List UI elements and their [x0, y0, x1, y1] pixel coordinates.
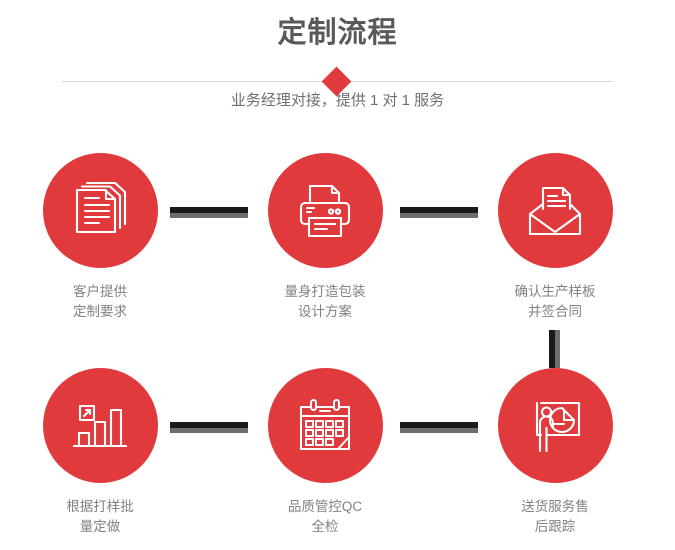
page-title: 定制流程	[277, 17, 398, 49]
flow-step-3[interactable]: 确认生产样板 并签合同	[460, 153, 650, 322]
flow-step-5-circle[interactable]	[267, 368, 383, 483]
flow-step-6-circle[interactable]	[497, 368, 613, 483]
title-divider	[62, 66, 613, 97]
flow-step-3-circle[interactable]	[497, 153, 613, 268]
process-flow-diagram: 客户提供 定制要求 量身	[0, 125, 675, 550]
connector-step2-step3	[400, 207, 478, 218]
flow-step-1-circle[interactable]	[42, 153, 158, 268]
connector-step3-step6	[549, 330, 560, 368]
flow-step-4[interactable]: 根据打样批 量定做	[5, 368, 195, 537]
connector-step5-step6	[400, 422, 478, 433]
flow-step-4-circle[interactable]	[42, 368, 158, 483]
flow-step-2[interactable]: 量身打造包装 设计方案	[230, 153, 420, 322]
page-header: 定制流程 业务经理对接，提供 1 对 1 服务	[0, 0, 675, 125]
connector-step4-step5	[170, 422, 248, 433]
bar-chart-growth-icon	[72, 404, 128, 447]
flow-step-3-caption: 确认生产样板 并签合同	[514, 284, 596, 319]
calendar-icon	[300, 398, 350, 450]
envelope-document-icon	[528, 186, 582, 235]
page-subtitle: 业务经理对接，提供 1 对 1 服务	[230, 92, 445, 109]
flow-step-5-caption: 品质管控QC 全检	[287, 499, 363, 534]
flow-step-6-caption: 送货服务售 后跟踪	[521, 499, 589, 534]
flow-step-2-caption: 量身打造包装 设计方案	[284, 284, 366, 319]
flow-step-1[interactable]: 客户提供 定制要求	[5, 153, 195, 322]
flow-step-2-circle[interactable]	[267, 153, 383, 268]
flow-step-1-caption: 客户提供 定制要求	[73, 284, 127, 319]
documents-stack-icon	[75, 181, 127, 233]
printer-icon	[299, 184, 351, 237]
connector-step1-step2	[170, 207, 248, 218]
presenter-piechart-icon	[535, 401, 581, 452]
flow-step-5[interactable]: 品质管控QC 全检	[230, 368, 420, 537]
flow-step-6[interactable]: 送货服务售 后跟踪	[460, 368, 650, 537]
flow-step-4-caption: 根据打样批 量定做	[66, 499, 134, 534]
